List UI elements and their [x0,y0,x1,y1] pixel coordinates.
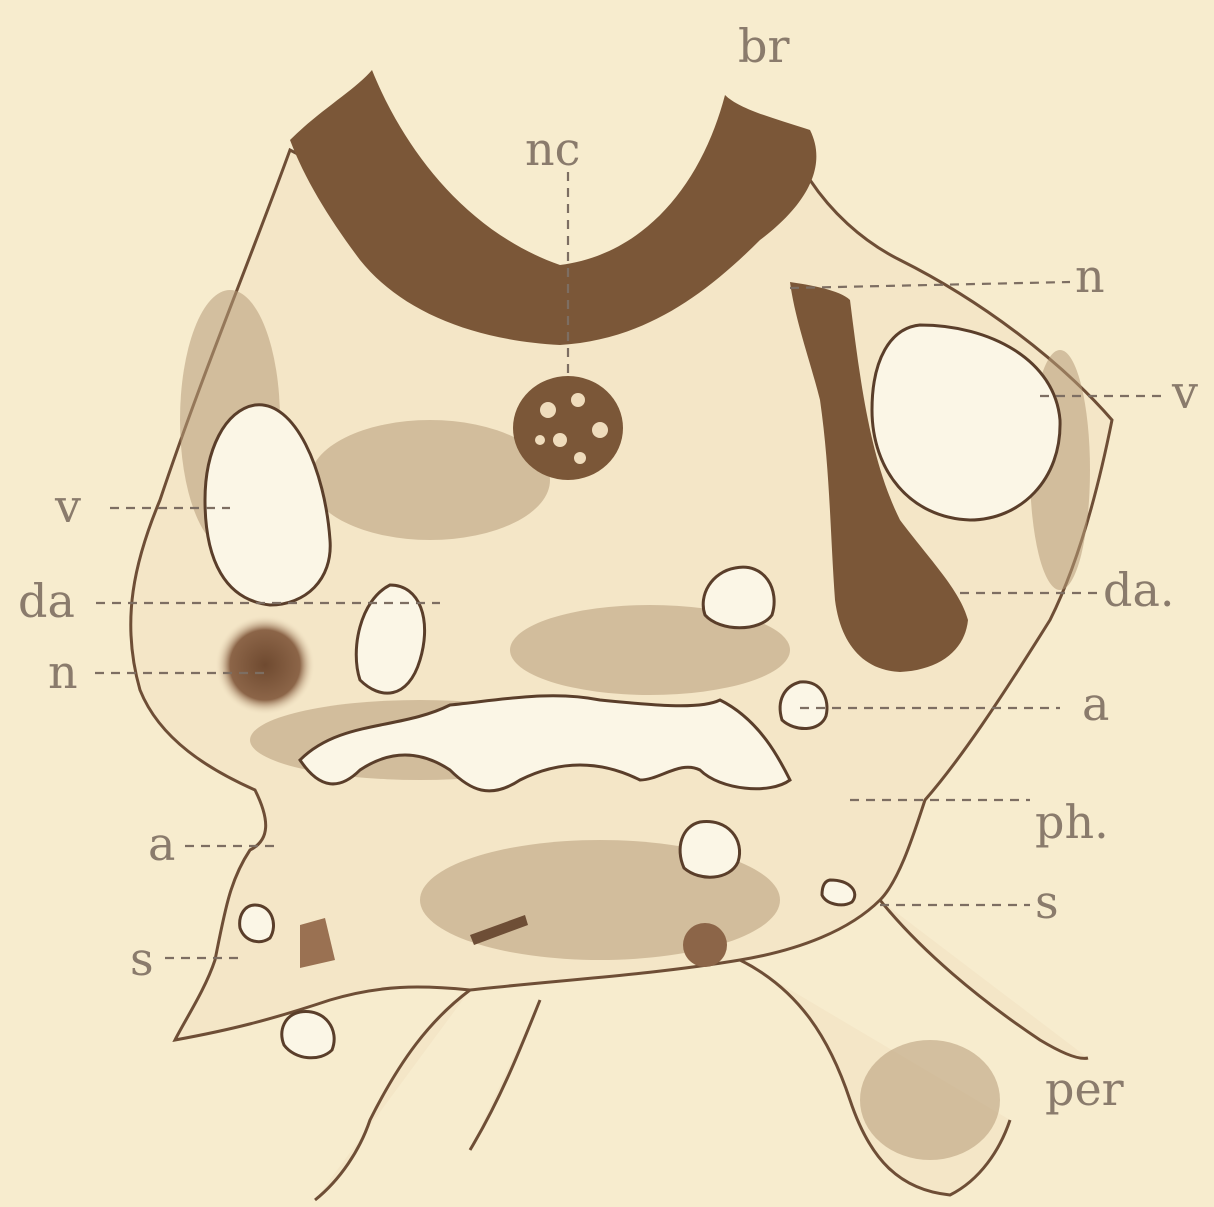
label-a-left: a [148,817,175,871]
label-v-left: v [54,479,81,533]
label-da-right: da. [1103,563,1175,617]
label-n-right: n [1075,249,1105,303]
left-sinus-cavity [240,905,274,942]
label-da-left: da [18,574,75,628]
lower-left-ring [282,1012,334,1058]
label-v-right: v [1171,365,1198,419]
label-s-left: s [130,932,154,986]
label-a-right: a [1082,677,1109,731]
label-s-right: s [1035,875,1059,929]
right-arch-cavity [780,682,827,729]
left-nerve-spot [215,615,315,715]
label-ph: ph. [1035,795,1109,849]
label-nc: nc [525,122,580,176]
label-br: br [738,19,789,73]
label-per: per [1045,1062,1124,1116]
central-cavity [680,822,739,878]
lower-dark-nodule [683,923,727,967]
label-n-left: n [48,645,78,699]
